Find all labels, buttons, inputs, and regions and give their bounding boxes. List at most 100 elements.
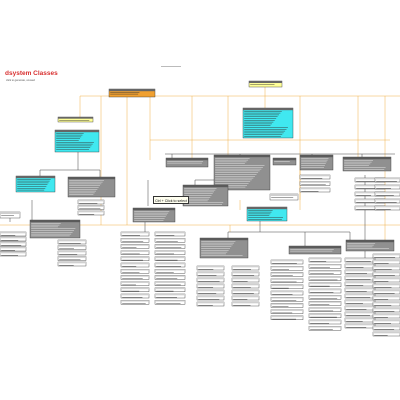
class-node-7[interactable] bbox=[246, 206, 288, 222]
class-node-61[interactable] bbox=[196, 295, 225, 301]
class-node-39[interactable] bbox=[120, 275, 150, 280]
class-node-48[interactable] bbox=[154, 256, 186, 261]
class-node-114[interactable] bbox=[372, 313, 400, 319]
class-node-123[interactable] bbox=[374, 177, 400, 183]
class-node-47[interactable] bbox=[154, 250, 186, 255]
class-node-30[interactable] bbox=[57, 256, 87, 261]
class-node-23[interactable] bbox=[0, 236, 27, 242]
class-node-76[interactable] bbox=[270, 297, 304, 302]
class-node-37[interactable] bbox=[120, 262, 150, 268]
class-node-53[interactable] bbox=[154, 287, 186, 292]
class-node-25[interactable] bbox=[0, 246, 27, 252]
class-node-78[interactable] bbox=[270, 309, 304, 314]
class-node-46[interactable] bbox=[154, 244, 186, 249]
class-node-129[interactable] bbox=[77, 205, 105, 210]
class-node-130[interactable] bbox=[77, 210, 105, 216]
class-node-99[interactable] bbox=[344, 299, 376, 305]
class-node-54[interactable] bbox=[154, 293, 186, 299]
class-node-77[interactable] bbox=[270, 303, 304, 308]
class-node-103[interactable] bbox=[344, 323, 376, 329]
class-node-107[interactable] bbox=[372, 271, 400, 277]
class-node-4[interactable] bbox=[54, 129, 100, 153]
class-node-94[interactable] bbox=[344, 269, 376, 275]
class-node-100[interactable] bbox=[344, 305, 376, 311]
class-node-111[interactable] bbox=[372, 295, 400, 301]
class-node-72[interactable] bbox=[270, 272, 304, 277]
class-node-21[interactable] bbox=[269, 193, 299, 201]
class-node-92[interactable] bbox=[344, 257, 376, 263]
class-node-95[interactable] bbox=[344, 275, 376, 281]
class-node-14[interactable] bbox=[182, 184, 229, 207]
class-node-75[interactable] bbox=[270, 290, 304, 296]
class-node-35[interactable] bbox=[120, 250, 150, 255]
class-node-82[interactable] bbox=[308, 270, 342, 275]
class-node-8[interactable] bbox=[67, 176, 116, 198]
class-node-85[interactable] bbox=[308, 288, 342, 294]
class-node-126[interactable] bbox=[374, 198, 400, 204]
class-node-50[interactable] bbox=[154, 269, 186, 274]
class-node-56[interactable] bbox=[196, 265, 225, 271]
class-node-31[interactable] bbox=[57, 261, 87, 267]
class-node-3[interactable] bbox=[57, 116, 94, 123]
class-node-51[interactable] bbox=[154, 275, 186, 280]
class-node-97[interactable] bbox=[344, 287, 376, 293]
class-node-24[interactable] bbox=[0, 241, 27, 247]
class-node-108[interactable] bbox=[372, 277, 400, 283]
class-node-83[interactable] bbox=[308, 276, 342, 281]
class-node-132[interactable] bbox=[299, 181, 331, 186]
class-node-69[interactable] bbox=[231, 301, 260, 307]
class-node-32[interactable] bbox=[120, 231, 150, 237]
class-node-6[interactable] bbox=[15, 175, 56, 193]
class-node-41[interactable] bbox=[120, 287, 150, 292]
class-node-133[interactable] bbox=[299, 187, 331, 193]
class-node-29[interactable] bbox=[57, 250, 87, 256]
class-node-26[interactable] bbox=[0, 251, 27, 257]
class-node-20[interactable] bbox=[0, 211, 21, 219]
class-node-11[interactable] bbox=[272, 157, 297, 166]
class-node-40[interactable] bbox=[120, 281, 150, 286]
class-node-15[interactable] bbox=[132, 207, 176, 223]
class-node-12[interactable] bbox=[299, 154, 334, 171]
class-node-66[interactable] bbox=[231, 283, 260, 289]
class-node-27[interactable] bbox=[57, 239, 87, 245]
class-node-65[interactable] bbox=[231, 277, 260, 283]
class-node-89[interactable] bbox=[308, 313, 342, 318]
class-node-116[interactable] bbox=[372, 325, 400, 331]
class-node-34[interactable] bbox=[120, 244, 150, 249]
class-node-49[interactable] bbox=[154, 262, 186, 268]
class-node-42[interactable] bbox=[120, 293, 150, 299]
class-node-62[interactable] bbox=[196, 301, 225, 307]
class-node-96[interactable] bbox=[344, 281, 376, 287]
class-node-81[interactable] bbox=[308, 264, 342, 269]
class-node-102[interactable] bbox=[344, 317, 376, 323]
class-node-73[interactable] bbox=[270, 278, 304, 283]
class-node-84[interactable] bbox=[308, 282, 342, 287]
class-node-22[interactable] bbox=[0, 231, 27, 237]
class-node-19[interactable] bbox=[345, 239, 395, 252]
class-node-28[interactable] bbox=[57, 245, 87, 250]
class-node-88[interactable] bbox=[308, 307, 342, 312]
class-node-117[interactable] bbox=[372, 331, 400, 337]
class-node-57[interactable] bbox=[196, 271, 225, 277]
class-node-17[interactable] bbox=[199, 237, 249, 259]
class-node-87[interactable] bbox=[308, 301, 342, 306]
class-node-68[interactable] bbox=[231, 295, 260, 301]
class-node-13[interactable] bbox=[342, 156, 392, 172]
class-node-71[interactable] bbox=[270, 266, 304, 271]
class-node-16[interactable] bbox=[29, 219, 81, 239]
class-node-43[interactable] bbox=[120, 300, 150, 305]
class-node-127[interactable] bbox=[374, 205, 400, 211]
class-node-86[interactable] bbox=[308, 295, 342, 300]
class-node-93[interactable] bbox=[344, 263, 376, 269]
class-node-90[interactable] bbox=[308, 319, 342, 325]
class-node-2[interactable] bbox=[248, 80, 283, 88]
class-node-36[interactable] bbox=[120, 256, 150, 261]
class-node-109[interactable] bbox=[372, 283, 400, 289]
class-node-101[interactable] bbox=[344, 311, 376, 317]
class-node-104[interactable] bbox=[372, 253, 400, 259]
class-node-58[interactable] bbox=[196, 277, 225, 283]
class-node-60[interactable] bbox=[196, 289, 225, 295]
class-node-113[interactable] bbox=[372, 307, 400, 313]
class-node-44[interactable] bbox=[154, 231, 186, 237]
